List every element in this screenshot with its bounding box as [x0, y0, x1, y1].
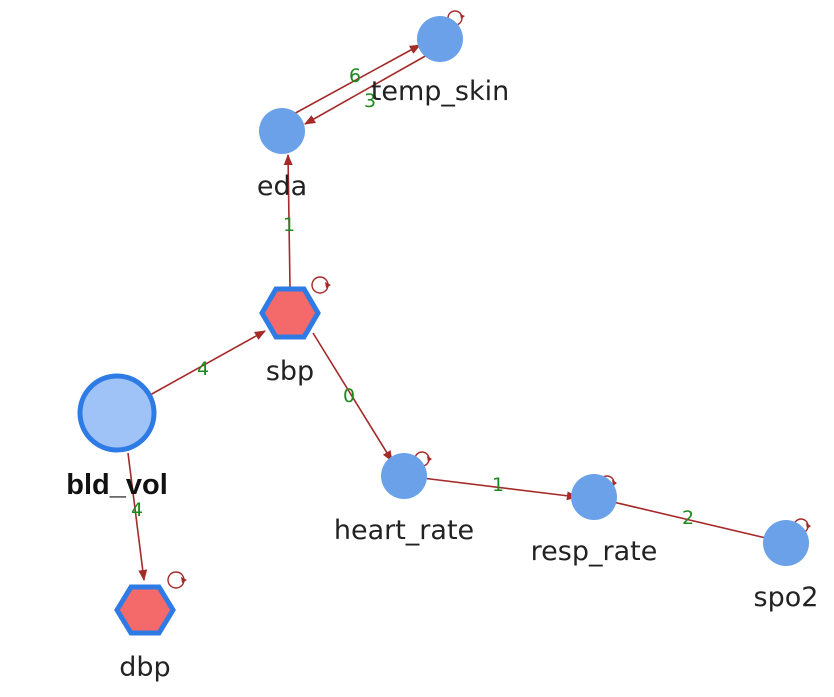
edge-label-resp_rate-spo2: 2	[682, 507, 694, 529]
edge-eda-temp_skin[interactable]	[289, 44, 421, 117]
edge-labels: 6 3 1 4 0 1 2 4	[131, 65, 694, 529]
edge-temp_skin-eda[interactable]	[304, 49, 437, 125]
edge-resp_rate-spo2[interactable]	[591, 496, 785, 545]
edge-bld_vol-sbp[interactable]	[149, 330, 266, 396]
node-eda[interactable]	[259, 108, 305, 154]
edges	[127, 44, 785, 582]
edge-label-eda-temp_skin: 6	[349, 65, 361, 87]
edge-label-temp_skin-eda: 3	[364, 90, 376, 112]
label-sbp: sbp	[266, 356, 314, 387]
node-dbp[interactable]	[114, 584, 176, 636]
self-loop-arrow-dbp	[181, 577, 187, 583]
edge-bld_vol-dbp[interactable]	[127, 452, 148, 582]
self-loop-arrow-sbp	[325, 282, 331, 288]
edge-heart_rate-resp_rate[interactable]	[405, 475, 579, 501]
node-labels: temp_skin eda sbp bld_vol heart_rate res…	[66, 76, 818, 683]
node-spo2[interactable]	[763, 520, 809, 566]
edge-sbp-eda[interactable]	[283, 153, 293, 288]
node-bld_vol[interactable]	[77, 373, 157, 453]
edge-label-bld_vol-dbp: 4	[131, 499, 143, 521]
self-loop-arrow-heart_rate	[427, 456, 432, 462]
label-dbp: dbp	[119, 652, 170, 683]
node-heart_rate[interactable]	[381, 453, 427, 499]
label-resp_rate: resp_rate	[531, 536, 658, 567]
self-loop-arrow-spo2	[806, 523, 811, 529]
label-eda: eda	[257, 171, 307, 202]
self-loop-arrow-temp_skin	[460, 14, 465, 19]
edge-label-sbp-eda: 1	[283, 214, 295, 236]
label-spo2: spo2	[754, 582, 819, 613]
label-temp_skin: temp_skin	[371, 76, 509, 107]
node-sbp[interactable]	[259, 286, 321, 340]
edge-sbp-heart_rate[interactable]	[312, 332, 393, 462]
edge-label-bld_vol-sbp: 4	[197, 358, 209, 380]
label-bld_vol: bld_vol	[66, 469, 168, 501]
label-heart_rate: heart_rate	[334, 515, 474, 546]
node-resp_rate[interactable]	[571, 474, 617, 520]
node-temp_skin[interactable]	[417, 16, 463, 62]
edge-label-heart_rate-resp_rate: 1	[492, 474, 504, 496]
nodes	[77, 16, 809, 636]
edge-label-sbp-heart_rate: 0	[343, 385, 355, 407]
